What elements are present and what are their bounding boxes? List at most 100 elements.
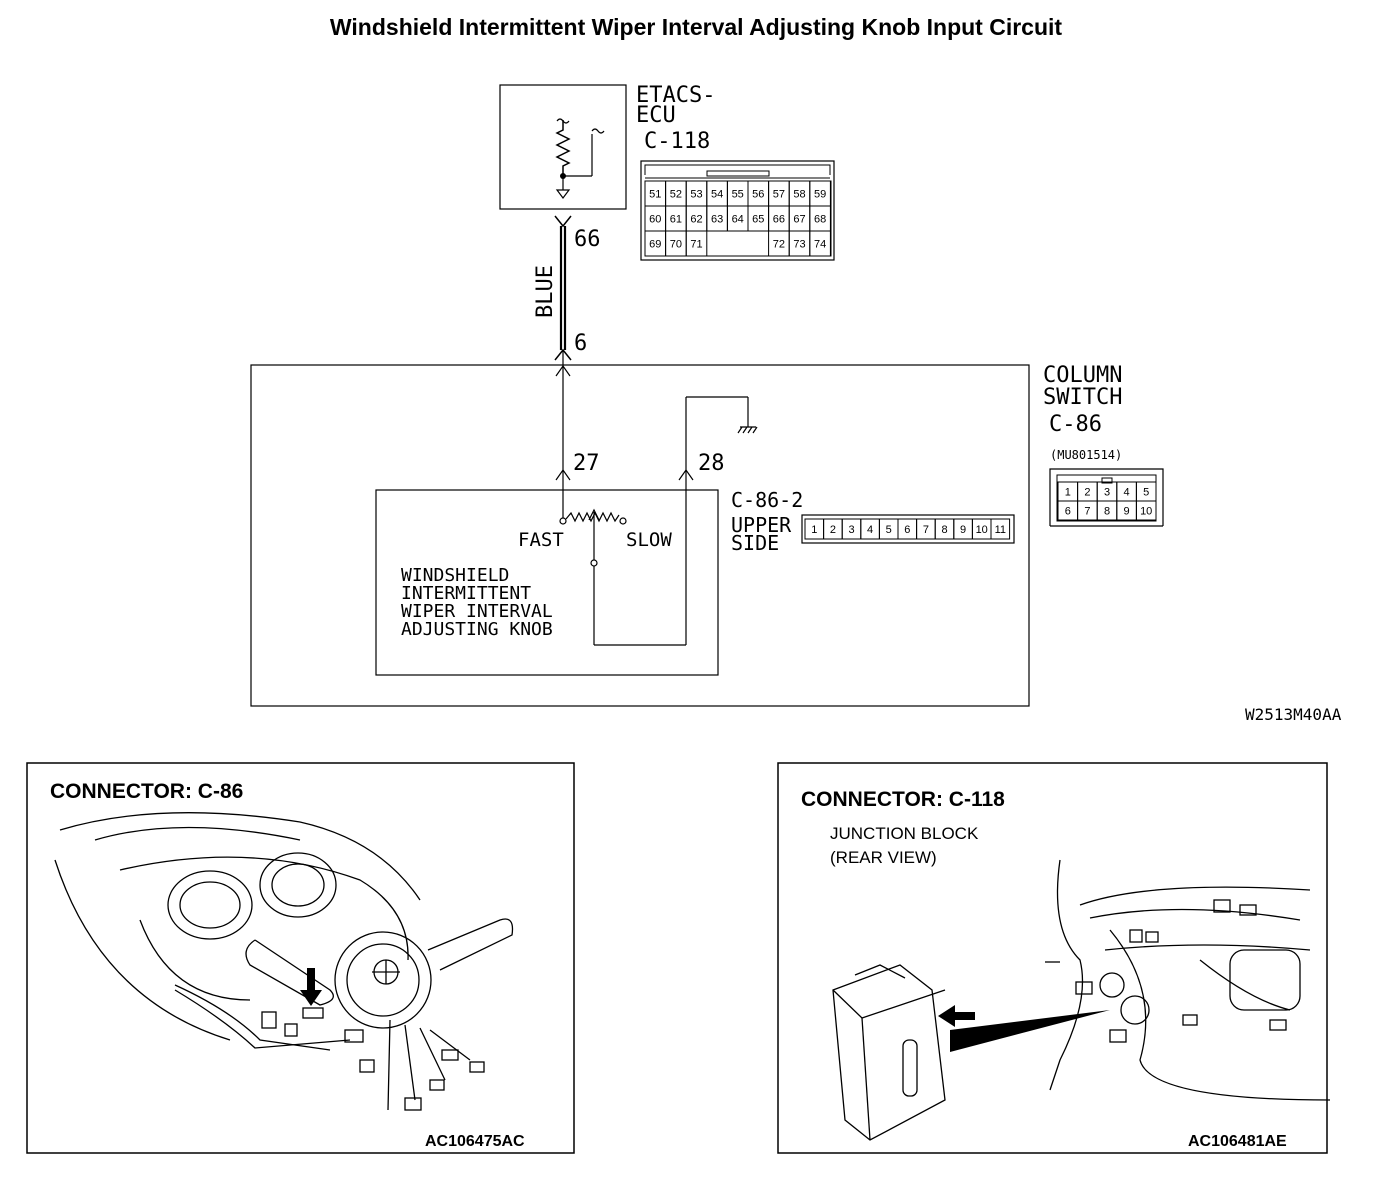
- c86-2-pin-7: 7: [916, 518, 936, 540]
- svg-text:7: 7: [923, 524, 929, 536]
- connector-panel-c86-code: AC106475AC: [425, 1133, 525, 1150]
- c86-2-pin-10: 10: [971, 518, 992, 540]
- ecu-name-line1: ETACS-: [636, 83, 715, 108]
- ecu-connector-id: C-118: [644, 129, 710, 154]
- svg-text:54: 54: [711, 188, 723, 200]
- svg-text:51: 51: [649, 188, 661, 200]
- c86-pin-8: 8: [1096, 500, 1118, 521]
- svg-text:6: 6: [1065, 505, 1071, 517]
- c86-2-pin-11: 11: [990, 518, 1011, 540]
- page-title: Windshield Intermittent Wiper Interval A…: [329, 14, 1063, 40]
- svg-text:3: 3: [848, 524, 854, 536]
- svg-text:64: 64: [732, 213, 744, 225]
- upper-side-line1: UPPER: [731, 513, 792, 537]
- c118-pin-54: 54: [706, 180, 728, 207]
- c118-pin-69: 69: [644, 230, 667, 257]
- ecu-name-line2: ECU: [636, 103, 676, 128]
- c86-pin-5: 5: [1135, 481, 1157, 502]
- blue-wire: [554, 215, 572, 366]
- c118-pin-73: 73: [788, 230, 811, 257]
- c86-pin-4: 4: [1116, 481, 1137, 502]
- svg-text:5: 5: [886, 524, 892, 536]
- connector-panel-c86-title: CONNECTOR: C-86: [50, 780, 243, 803]
- sub-connector-id: C-86-2: [731, 488, 803, 512]
- svg-text:70: 70: [670, 238, 682, 250]
- c118-pin-62: 62: [685, 205, 708, 232]
- column-switch-connector-id: C-86: [1049, 412, 1102, 437]
- svg-text:58: 58: [793, 188, 805, 200]
- c86-pin-3: 3: [1096, 481, 1118, 502]
- diagram-code: W2513M40AA: [1245, 705, 1342, 724]
- svg-text:73: 73: [793, 238, 805, 250]
- c86-2-pin-6: 6: [897, 518, 918, 540]
- c118-pin-57: 57: [768, 180, 790, 207]
- ecu-ground-icon: [555, 189, 571, 199]
- c86-2-pin-9: 9: [953, 518, 973, 540]
- wire-color-label: BLUE: [533, 265, 558, 318]
- c118-pin-70: 70: [665, 230, 687, 257]
- svg-text:65: 65: [752, 213, 764, 225]
- pin-28-label: 28: [698, 451, 725, 476]
- c118-pin-63: 63: [706, 205, 728, 232]
- knob-name-line2: INTERMITTENT: [401, 583, 531, 604]
- svg-text:63: 63: [711, 213, 723, 225]
- svg-text:4: 4: [867, 524, 873, 536]
- svg-text:61: 61: [670, 213, 682, 225]
- c118-pin-68: 68: [809, 205, 831, 232]
- c118-pin-53: 53: [685, 180, 708, 207]
- variable-resistor-icon: [565, 511, 620, 523]
- column-switch-name-line2: SWITCH: [1043, 385, 1122, 410]
- c118-pin-71: 71: [685, 230, 708, 257]
- svg-text:67: 67: [793, 213, 805, 225]
- svg-text:69: 69: [649, 238, 661, 250]
- knob-name-line3: WIPER INTERVAL: [401, 601, 553, 622]
- switch-pin-6-label: 6: [574, 331, 587, 356]
- svg-text:1: 1: [1065, 486, 1071, 498]
- c86-pin-6: 6: [1057, 500, 1079, 521]
- svg-text:8: 8: [1104, 505, 1110, 517]
- svg-text:10: 10: [976, 524, 988, 536]
- svg-text:9: 9: [1124, 505, 1130, 517]
- connector-panel-c86: [26, 762, 575, 1154]
- svg-text:52: 52: [670, 188, 682, 200]
- c118-pin-51: 51: [644, 180, 667, 207]
- c118-pin-66: 66: [768, 205, 790, 232]
- c118-pin-64: 64: [726, 205, 749, 232]
- c118-pin-74: 74: [809, 230, 831, 257]
- wiper-knob-block: [375, 489, 719, 676]
- steering-column-illustration: [54, 812, 514, 1111]
- c118-pin-52: 52: [665, 180, 687, 207]
- svg-text:1: 1: [811, 524, 817, 536]
- c86-pin-9: 9: [1116, 500, 1137, 521]
- svg-text:60: 60: [649, 213, 661, 225]
- c86-2-pin-4: 4: [860, 518, 880, 540]
- svg-text:10: 10: [1140, 505, 1152, 517]
- c118-pin-55: 55: [726, 180, 749, 207]
- pin-27-label: 27: [573, 451, 600, 476]
- svg-text:2: 2: [830, 524, 836, 536]
- svg-text:62: 62: [690, 213, 702, 225]
- junction-block-illustration: [832, 859, 1331, 1141]
- c86-2-pin-5: 5: [878, 518, 899, 540]
- svg-text:53: 53: [690, 188, 702, 200]
- c86-2-pin-3: 3: [841, 518, 862, 540]
- leader-wedge: [950, 1010, 1110, 1052]
- arrow-down-icon: [300, 968, 322, 1006]
- c86-pin-7: 7: [1077, 500, 1098, 521]
- c118-pin-59: 59: [809, 180, 831, 207]
- svg-text:8: 8: [941, 524, 947, 536]
- svg-text:3: 3: [1104, 486, 1110, 498]
- column-switch-name-line1: COLUMN: [1043, 363, 1122, 388]
- column-switch-box: [250, 364, 1030, 707]
- svg-text:2: 2: [1084, 486, 1090, 498]
- svg-text:9: 9: [960, 524, 966, 536]
- arrow-left-icon: [938, 1005, 975, 1027]
- ecu-resistor-icon: [555, 120, 571, 176]
- svg-text:56: 56: [752, 188, 764, 200]
- c118-pin-67: 67: [788, 205, 811, 232]
- knob-name-line4: ADJUSTING KNOB: [401, 619, 553, 640]
